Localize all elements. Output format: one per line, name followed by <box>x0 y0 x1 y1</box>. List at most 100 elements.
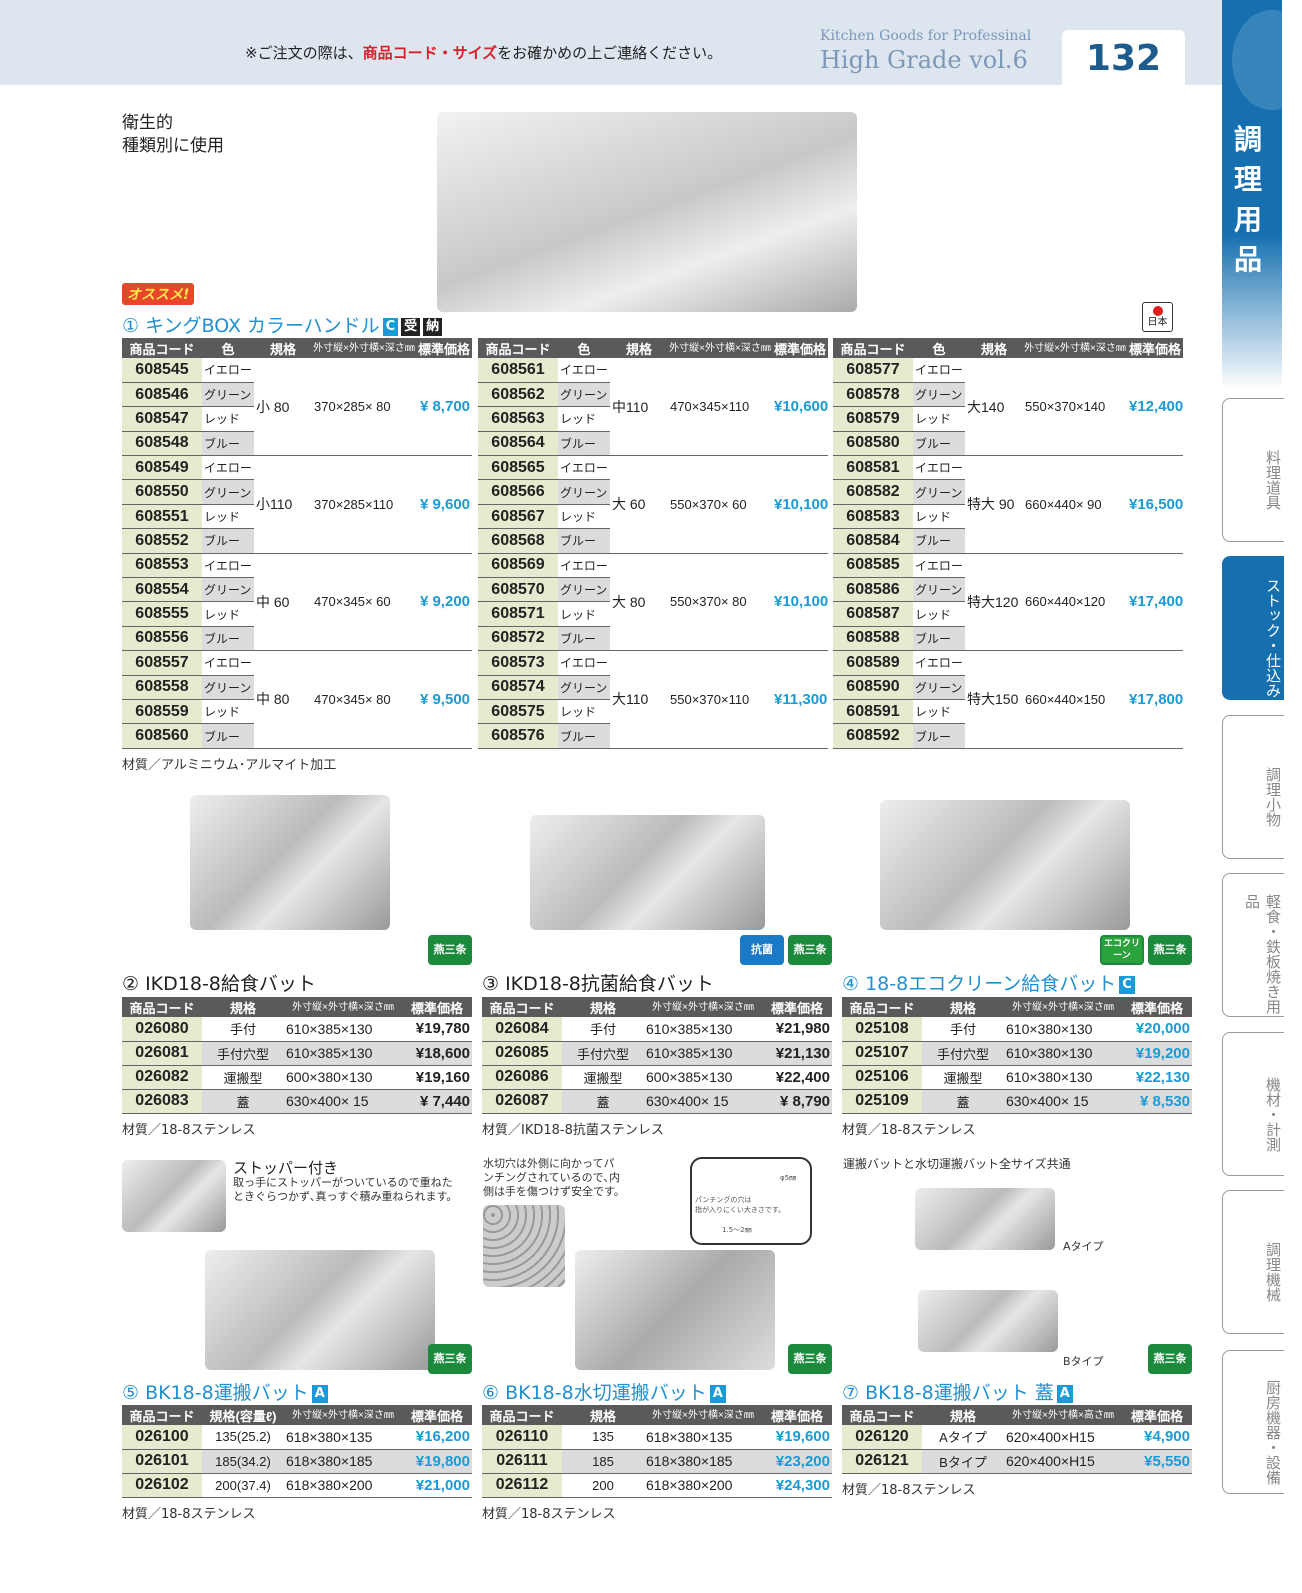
material-note: 材質／IKD18-8抗菌ステンレス <box>482 1123 664 1138</box>
dimension-cell: 600×380×130 <box>284 1065 402 1090</box>
sidebar-tab[interactable]: 厨房機器・設備 <box>1222 1350 1284 1494</box>
column-header: 商品コード <box>122 338 202 358</box>
color-cell: グリーン <box>202 479 254 505</box>
color-cell: レッド <box>913 406 965 432</box>
brand-subtitle: Kitchen Goods for Professinal <box>820 28 1032 44</box>
dimension-cell: 610×380×130 <box>1004 1017 1122 1042</box>
size-cell: 手付穴型 <box>922 1041 1004 1066</box>
color-cell: ブルー <box>558 528 610 554</box>
column-header: 規格 <box>254 338 312 358</box>
product-code: 026110 <box>482 1425 562 1450</box>
sidebar-category-block <box>1222 0 1302 390</box>
dimension-cell: 610×385×130 <box>284 1041 402 1066</box>
sidebar-category-title: 調理用品 <box>1233 123 1262 276</box>
color-cell: レッド <box>913 699 965 725</box>
product-code: 026120 <box>842 1425 922 1450</box>
intro-line: 衛生的 <box>122 113 173 133</box>
color-cell: ブルー <box>558 723 610 749</box>
column-header: 色 <box>558 338 610 358</box>
column-header: 外寸縦×外寸横×深さ㎜ <box>1023 338 1127 358</box>
color-cell: イエロー <box>913 455 965 481</box>
price-cell: ¥19,780 <box>402 1017 472 1042</box>
product-code: 608567 <box>478 504 558 530</box>
product-code: 608584 <box>833 528 913 554</box>
intro-line: 種類別に使用 <box>122 136 224 156</box>
dimension-cell: 370×285×110 <box>312 455 416 554</box>
column-header: 規格 <box>202 997 284 1017</box>
material-note: 材質／18-8ステンレス <box>122 1507 256 1522</box>
product-code: 608581 <box>833 455 913 481</box>
product-code: 026102 <box>122 1473 202 1498</box>
product-code: 608572 <box>478 626 558 652</box>
logo-mark-icon <box>1232 10 1302 110</box>
sidebar-tab[interactable]: 調理小物 <box>1222 715 1284 859</box>
product-code: 026121 <box>842 1449 922 1474</box>
sidebar-tab[interactable]: 軽食・鉄板焼き用品 <box>1222 873 1284 1017</box>
product-code: 026100 <box>122 1425 202 1450</box>
product-code: 608573 <box>478 650 558 676</box>
product-photo-eco-bat <box>880 800 1130 930</box>
sidebar-tab[interactable]: 料理道具 <box>1222 398 1284 542</box>
product-code: 608562 <box>478 382 558 408</box>
dimension-cell: 620×400×H15 <box>1004 1425 1122 1450</box>
column-header: 標準価格 <box>1127 338 1183 358</box>
sidebar-tab[interactable]: ストック・仕込み <box>1222 556 1284 700</box>
color-cell: グリーン <box>913 577 965 603</box>
product-code: 026111 <box>482 1449 562 1474</box>
badge-a: A <box>311 1385 328 1403</box>
product-code: 025107 <box>842 1041 922 1066</box>
color-cell: ブルー <box>202 431 254 457</box>
color-cell: イエロー <box>913 553 965 579</box>
size-cell: 小 80 <box>254 358 312 457</box>
column-header: 規格 <box>610 338 668 358</box>
sidebar-tab[interactable]: 調理機械 <box>1222 1190 1284 1334</box>
dimension-cell: 630×400× 15 <box>284 1089 402 1114</box>
sidebar-tab[interactable]: 機材・計測 <box>1222 1032 1284 1176</box>
notice-text: ※ご注文の際は、 <box>245 44 363 62</box>
column-header: 標準価格 <box>416 338 472 358</box>
made-in-japan-icon: 日本 <box>1142 302 1173 332</box>
material-note: 材質／18-8ステンレス <box>842 1123 976 1138</box>
dimension-cell: 610×380×130 <box>1004 1041 1122 1066</box>
product-code: 608569 <box>478 553 558 579</box>
product-code: 608582 <box>833 479 913 505</box>
column-header: 外寸縦×外寸横×深さ㎜ <box>284 997 402 1017</box>
color-cell: ブルー <box>913 431 965 457</box>
size-cell: 特大 90 <box>965 455 1023 554</box>
material-note: 材質／18-8ステンレス <box>122 1123 256 1138</box>
product-code: 608579 <box>833 406 913 432</box>
eco-clean-mark-icon: エコクリーン <box>1100 935 1144 965</box>
material-note: 材質／18-8ステンレス <box>842 1483 976 1498</box>
product-code: 026101 <box>122 1449 202 1474</box>
product-code: 026083 <box>122 1089 202 1114</box>
product-code: 608552 <box>122 528 202 554</box>
lid-compat-caption: 運搬バットと水切運搬バット全サイズ共通 <box>843 1157 1071 1171</box>
size-cell: 特大150 <box>965 650 1023 749</box>
notice-text: をお確かめの上ご連絡ください。 <box>497 44 723 62</box>
product-code: 608565 <box>478 455 558 481</box>
dimension-cell: 660×440×150 <box>1023 650 1127 749</box>
